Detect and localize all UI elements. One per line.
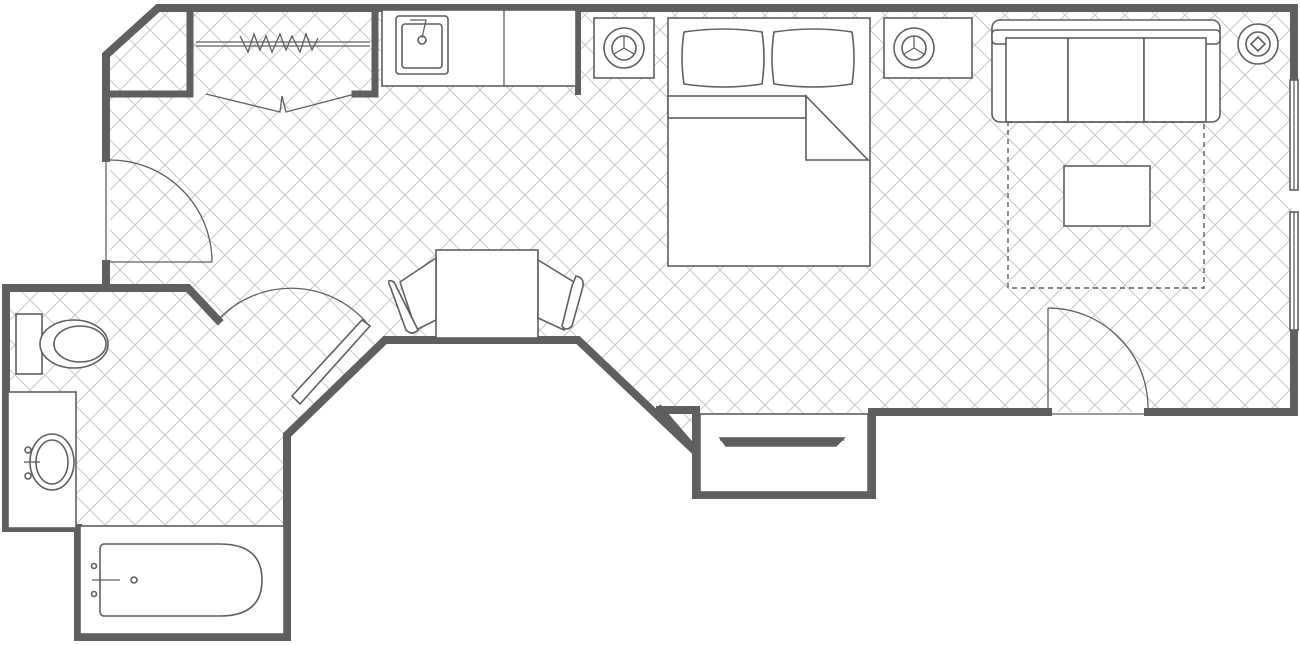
windows bbox=[1289, 79, 1299, 331]
area-rug bbox=[1007, 121, 1205, 289]
wall-closet-divider bbox=[102, 4, 194, 98]
kitchenette-sink bbox=[381, 9, 577, 87]
armchair bbox=[537, 258, 584, 332]
wardrobe bbox=[196, 32, 370, 113]
bathroom-door bbox=[217, 287, 372, 406]
entry-door bbox=[1047, 307, 1149, 415]
wall-angled-corridor bbox=[2, 284, 700, 641]
pillow bbox=[681, 28, 765, 88]
wall-outer-top-right bbox=[576, 4, 1298, 84]
wall-luggage-niche bbox=[656, 406, 876, 499]
wall-outer-top-left bbox=[102, 4, 584, 162]
floor-lamp bbox=[1237, 23, 1279, 65]
nightstand-lamp bbox=[883, 17, 973, 79]
desk bbox=[435, 249, 539, 339]
nightstand-lamp bbox=[593, 17, 655, 79]
hanger-icon bbox=[239, 32, 319, 54]
closet-door bbox=[105, 159, 213, 263]
bathroom-sink bbox=[7, 391, 77, 529]
wall-wardrobe-right bbox=[351, 4, 379, 98]
walls bbox=[2, 4, 1298, 641]
bathtub bbox=[79, 525, 285, 635]
armchair bbox=[387, 256, 437, 334]
toilet bbox=[15, 313, 109, 375]
luggage-rack bbox=[699, 413, 869, 493]
coffee-table bbox=[1063, 165, 1151, 227]
bed bbox=[667, 17, 871, 267]
pillow bbox=[771, 28, 855, 88]
sofa bbox=[991, 19, 1221, 123]
